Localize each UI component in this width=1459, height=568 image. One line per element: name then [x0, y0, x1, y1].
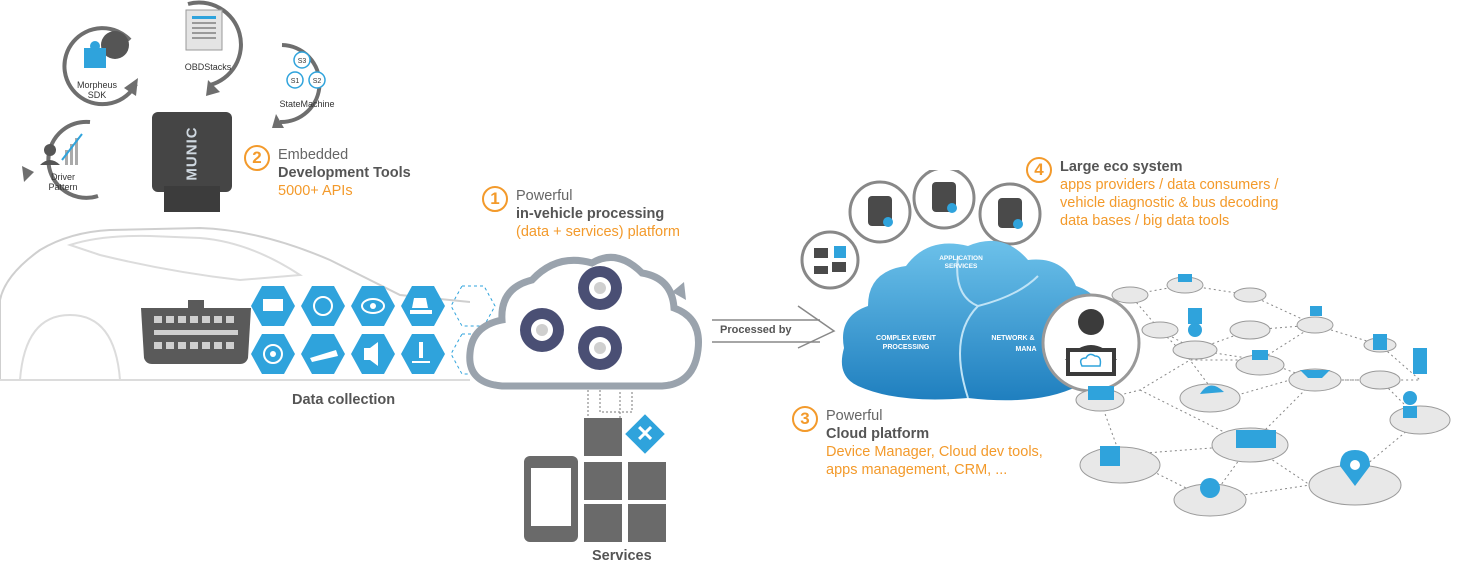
data-hexagons	[251, 285, 496, 375]
obdstacks-label: OBDStacks	[184, 62, 232, 72]
avatar-icon	[1200, 478, 1220, 498]
statemachine-label: StateMachine	[279, 99, 335, 109]
close-icon: ✕	[625, 414, 665, 454]
munic-device	[152, 112, 232, 192]
step-3-text: Powerful Cloud platform Device Manager, …	[826, 408, 1043, 478]
traffic-icon	[584, 462, 622, 500]
processing-cloud	[466, 253, 702, 390]
obdstacks-icon	[185, 9, 223, 51]
processed-by-label: Processed by	[720, 324, 792, 336]
gauge-icon	[301, 286, 345, 326]
data-collection-label: Data collection	[292, 392, 396, 408]
svg-text:S1: S1	[291, 78, 300, 85]
ecosystem-network	[1075, 274, 1451, 517]
car-icon	[1178, 274, 1192, 282]
step-1-text: Powerful in-vehicle processing (data + s…	[516, 188, 680, 240]
munic-logo: MUNIC	[183, 126, 201, 181]
db-icons	[800, 170, 1042, 290]
cloud-puzzle: APPLICATION SERVICES COMPLEX EVENT PROCE…	[841, 240, 1104, 401]
obd-connector-icon	[141, 300, 251, 364]
svg-text:PROCESSING: PROCESSING	[883, 344, 930, 351]
morpheus-label: Morpheus SDK	[76, 80, 118, 100]
step-4-text: Large eco system apps providers / data c…	[1060, 159, 1279, 229]
step-1-badge: 1	[482, 186, 508, 212]
services-label: Services	[592, 548, 652, 564]
munic-device-base	[164, 186, 220, 212]
svg-text:APPLICATION: APPLICATION	[939, 255, 983, 262]
puzzle-icon	[84, 31, 129, 68]
step-3-badge: 3	[792, 406, 818, 432]
insurance-icon	[628, 462, 666, 500]
svg-text:S3: S3	[298, 58, 307, 65]
step-4-badge: 4	[1026, 157, 1052, 183]
step-2-badge: 2	[244, 145, 270, 171]
step-2-text: Embedded Development Tools 5000+ APIs	[278, 147, 411, 199]
driver-pattern-label: Driver Pattern	[48, 172, 78, 192]
driver-pattern-icon	[40, 133, 83, 165]
leaf-icon	[1200, 385, 1224, 394]
svg-text:MANA: MANA	[1016, 346, 1037, 353]
factory-icon	[628, 504, 666, 542]
phone-icon	[524, 456, 578, 542]
svg-text:NETWORK &: NETWORK &	[991, 335, 1034, 342]
car-outline	[0, 226, 470, 381]
admin-laptop-icon	[1041, 293, 1141, 393]
statemachine-icon	[286, 51, 326, 89]
dev-tools-cycle: S3 S1 S2	[22, 0, 326, 200]
user-id-icon	[584, 418, 622, 456]
processed-by-arrow	[712, 305, 836, 349]
hospital-icon	[1188, 308, 1202, 324]
svg-text:COMPLEX EVENT: COMPLEX EVENT	[876, 335, 937, 342]
garage-icon	[584, 504, 622, 542]
services-grid: ✕	[584, 414, 668, 542]
user-icon	[1188, 323, 1202, 337]
svg-text:S2: S2	[313, 78, 322, 85]
svg-text:SERVICES: SERVICES	[945, 263, 978, 270]
